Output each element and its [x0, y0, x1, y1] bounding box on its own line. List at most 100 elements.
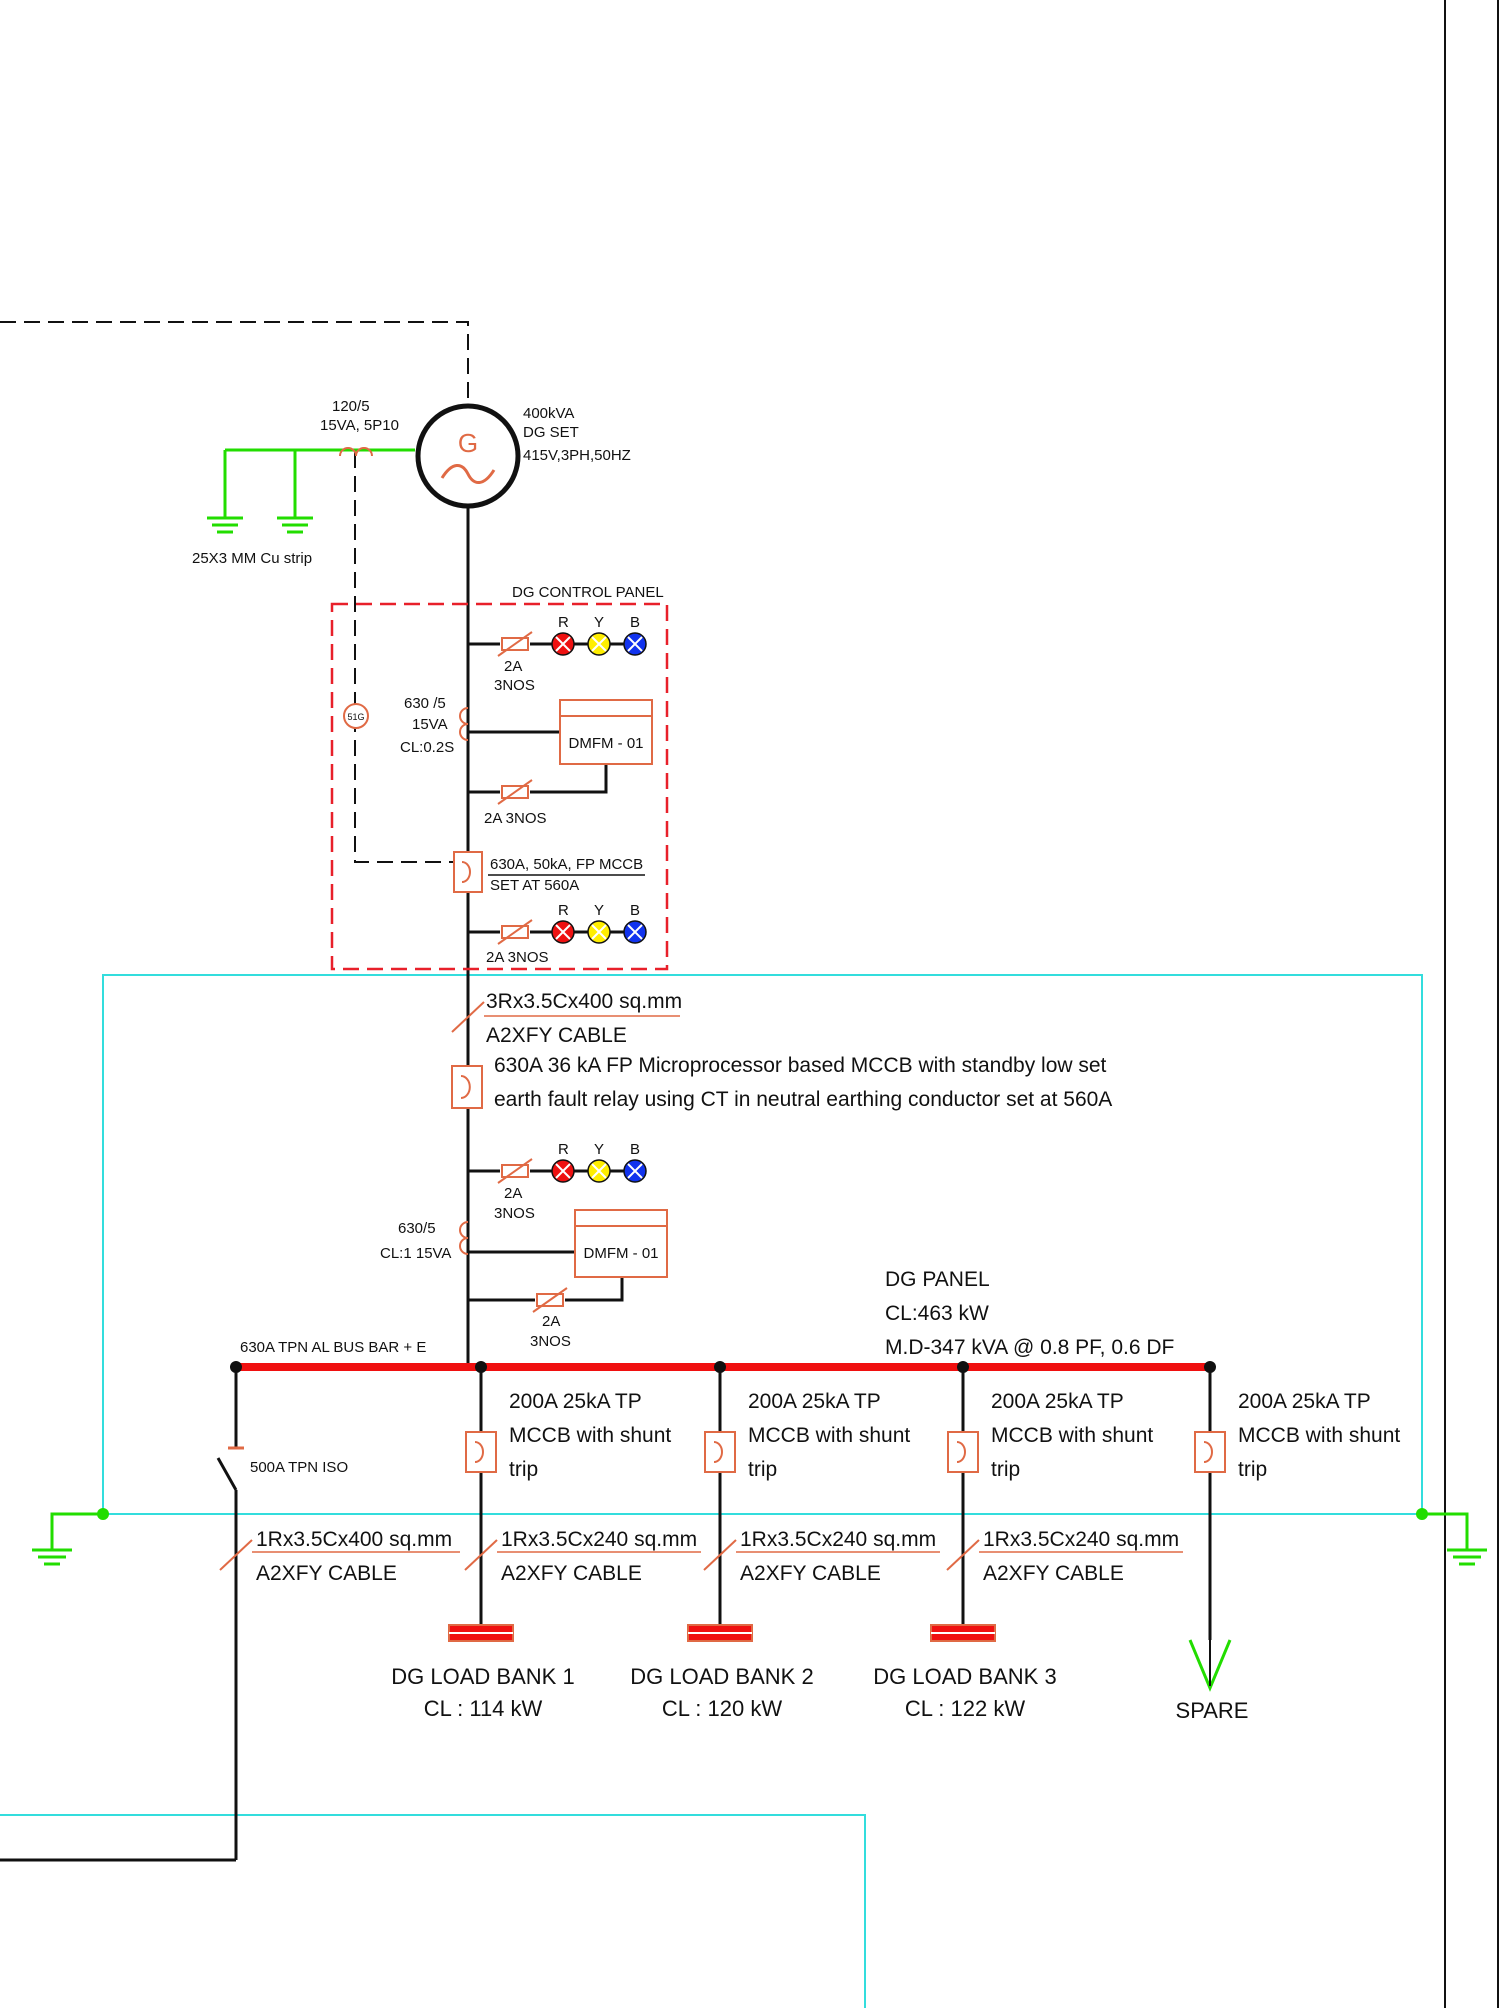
feeder-4-mccb-arc — [1203, 1441, 1213, 1463]
feeder-1-breaker-line-3: trip — [509, 1458, 538, 1481]
generator-type: DG SET — [523, 424, 579, 441]
earth-strip-label: 25X3 MM Cu strip — [192, 550, 312, 567]
fuse-panel-bottom — [497, 919, 533, 945]
isolator-cable-type: A2XFY CABLE — [256, 1562, 397, 1585]
earth-fault-relay: 51G — [343, 703, 369, 729]
feeder-2-mccb — [704, 1431, 736, 1473]
busbar-label: 630A TPN AL BUS BAR + E — [240, 1339, 426, 1356]
ct-ratio: 630 /5 — [404, 695, 446, 712]
generator-ct — [339, 447, 373, 457]
feeder-4-breaker-line-2: MCCB with shunt — [1238, 1424, 1400, 1447]
generator-earthing — [207, 448, 415, 534]
phase-b-label-2: B — [630, 902, 640, 919]
fuse-meter-label: 2A 3NOS — [484, 810, 547, 827]
generator-symbol: G — [415, 403, 521, 509]
phase-r-label: R — [558, 614, 569, 631]
feeder-1-cable-size: 1Rx3.5Cx240 sq.mm — [501, 1528, 697, 1551]
fuse-bottom-label: 2A 3NOS — [486, 949, 549, 966]
outgoing-feeders: 200A 25kA TP MCCB with shunt trip 1Rx3.5Cx2… — [391, 1367, 1400, 1723]
feeder-1-cable-type: A2XFY CABLE — [501, 1562, 642, 1585]
generator-ct-ratio: 120/5 — [332, 398, 370, 415]
isolator-cable-size: 1Rx3.5Cx400 sq.mm — [256, 1528, 452, 1551]
feeder-3-mccb — [947, 1431, 979, 1473]
relay-code: 51G — [347, 712, 364, 722]
load-bank-2-name: DG LOAD BANK 2 — [630, 1664, 813, 1689]
ct-class: CL:0.2S — [400, 739, 454, 756]
fuse-top-rating: 2A — [504, 658, 522, 675]
dg-panel-fuse-meter-qty: 3NOS — [530, 1333, 571, 1350]
feeder-3-cable-tick — [946, 1539, 980, 1571]
control-panel-mccb — [453, 851, 483, 893]
feeder-2-breaker-line-2: MCCB with shunt — [748, 1424, 910, 1447]
feeder-4-breaker-line-3: trip — [1238, 1458, 1267, 1481]
dg-panel-title: DG PANEL — [885, 1268, 990, 1291]
feeder-3-mccb-arc — [956, 1441, 966, 1463]
feeder-3-breaker-line-3: trip — [991, 1458, 1020, 1481]
control-panel-title: DG CONTROL PANEL — [512, 584, 664, 601]
feeder-1-breaker-line-2: MCCB with shunt — [509, 1424, 671, 1447]
generator-letter: G — [458, 428, 478, 458]
indicator-lamps-dg-panel — [551, 1159, 647, 1183]
mccb-rating: 630A, 50kA, FP MCCB — [490, 856, 643, 873]
feeder-1-breaker-line-1: 200A 25kA TP — [509, 1390, 642, 1413]
panel-phase-r: R — [558, 1141, 569, 1158]
feeder-1-cable-tick — [464, 1539, 498, 1571]
feeder-4-mccb — [1194, 1431, 1226, 1473]
fuse-top — [497, 631, 533, 657]
main-mccb-description-2: earth fault relay using CT in neutral ea… — [494, 1088, 1112, 1111]
isolator-cable-tick — [219, 1539, 253, 1571]
panel-phase-y: Y — [594, 1141, 604, 1158]
indicator-lamps-top — [551, 632, 647, 656]
phase-y-label-2: Y — [594, 902, 604, 919]
feeder-2-mccb-arc — [713, 1441, 723, 1463]
dg-panel-fuse-top — [497, 1158, 533, 1184]
dmfm-meter-2-label: DMFM - 01 — [584, 1245, 659, 1262]
feeder-1-mccb — [465, 1431, 497, 1473]
main-incomer-line — [466, 506, 636, 1367]
feeder-cable-type: A2XFY CABLE — [486, 1024, 627, 1047]
feeder-2-breaker-line-1: 200A 25kA TP — [748, 1390, 881, 1413]
dg-panel-md: M.D-347 kVA @ 0.8 PF, 0.6 DF — [885, 1336, 1174, 1359]
panel-earthing — [32, 1512, 1487, 1566]
dg-panel-fuse-qty: 3NOS — [494, 1205, 535, 1222]
load-bank-2-load: CL : 120 kW — [662, 1696, 782, 1721]
isolator-label: 500A TPN ISO — [250, 1459, 348, 1476]
generator-rating: 400kVA — [523, 405, 574, 422]
fuse-meter — [497, 779, 533, 805]
spare-arrow-icon — [1188, 1639, 1232, 1692]
dg-panel-fuse-meter-rating: 2A — [542, 1313, 560, 1330]
feeder-2-cable-tick — [703, 1539, 737, 1571]
mccb-setting: SET AT 560A — [490, 877, 579, 894]
load-bank-1-load: CL : 114 kW — [424, 1696, 543, 1721]
dg-panel-ct-ratio: 630/5 — [398, 1220, 436, 1237]
dmfm-meter-2 — [574, 1209, 668, 1278]
feeder-3-cable-size: 1Rx3.5Cx240 sq.mm — [983, 1528, 1179, 1551]
feeder-2-cable-size: 1Rx3.5Cx240 sq.mm — [740, 1528, 936, 1551]
load-bank-3-load: CL : 122 kW — [905, 1696, 1025, 1721]
control-panel-ct — [459, 707, 469, 741]
feeder-cable-size: 3Rx3.5Cx400 sq.mm — [486, 990, 682, 1013]
main-mccb-description-1: 630A 36 kA FP Microprocessor based MCCB … — [494, 1054, 1107, 1077]
dg-panel-fuse-meter — [532, 1287, 568, 1313]
feeder-3-cable-type: A2XFY CABLE — [983, 1562, 1124, 1585]
phase-b-label: B — [630, 614, 640, 631]
feeder-3-breaker-line-2: MCCB with shunt — [991, 1424, 1153, 1447]
dg-panel-ct — [459, 1221, 469, 1255]
feeder-3-breaker-line-1: 200A 25kA TP — [991, 1390, 1124, 1413]
dg-panel-ct-class: CL:1 15VA — [380, 1245, 451, 1262]
dg-panel-fuse-rating: 2A — [504, 1185, 522, 1202]
earth-node-left — [97, 1508, 109, 1520]
earth-conductor-wires — [0, 974, 1462, 2008]
panel-phase-b: B — [630, 1141, 640, 1158]
dmfm-meter-1-label: DMFM - 01 — [569, 735, 644, 752]
indicator-lamps-panel — [551, 920, 647, 944]
fuse-top-qty: 3NOS — [494, 677, 535, 694]
load-bank-1-name: DG LOAD BANK 1 — [391, 1664, 574, 1689]
feeder-2-breaker-line-3: trip — [748, 1458, 777, 1481]
dashed-control-wiring — [0, 321, 469, 863]
feeder-1-mccb-arc — [474, 1441, 484, 1463]
isolator-feeder — [0, 1367, 238, 1862]
main-mccb — [451, 1065, 483, 1109]
phase-r-label-2: R — [558, 902, 569, 919]
